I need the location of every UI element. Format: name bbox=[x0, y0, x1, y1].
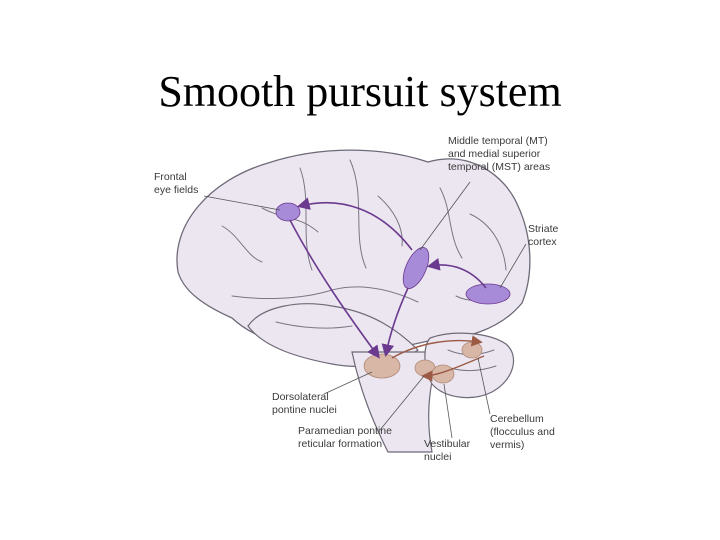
label-dorsolateral-pontine-nuclei: Dorsolateral pontine nuclei bbox=[272, 391, 337, 416]
label-mt-mst: Middle temporal (MT) and medial superior… bbox=[448, 135, 551, 173]
label-striate-cortex: Striate cortex bbox=[528, 223, 561, 248]
label-leaders bbox=[203, 181, 527, 439]
striate-cortex-area bbox=[465, 283, 511, 305]
cerebellar-nucleus bbox=[461, 341, 483, 359]
dorsolateral-pontine-nuclei bbox=[363, 353, 401, 379]
smooth-pursuit-pathways bbox=[289, 197, 487, 359]
frontal-eye-fields-area bbox=[275, 202, 301, 222]
label-vestibular-nuclei: Vestibular nuclei bbox=[424, 438, 473, 463]
label-frontal-eye-fields: Frontal eye fields bbox=[154, 171, 198, 196]
label-paramedian-pontine-reticular-formation: Paramedian pontine reticular formation bbox=[298, 425, 395, 450]
label-cerebellum: Cerebellum (flocculus and vermis) bbox=[490, 413, 558, 451]
mt-mst-area bbox=[402, 247, 430, 289]
cerebellar-pathways bbox=[391, 335, 485, 382]
slide-title: Smooth pursuit system bbox=[158, 67, 562, 116]
